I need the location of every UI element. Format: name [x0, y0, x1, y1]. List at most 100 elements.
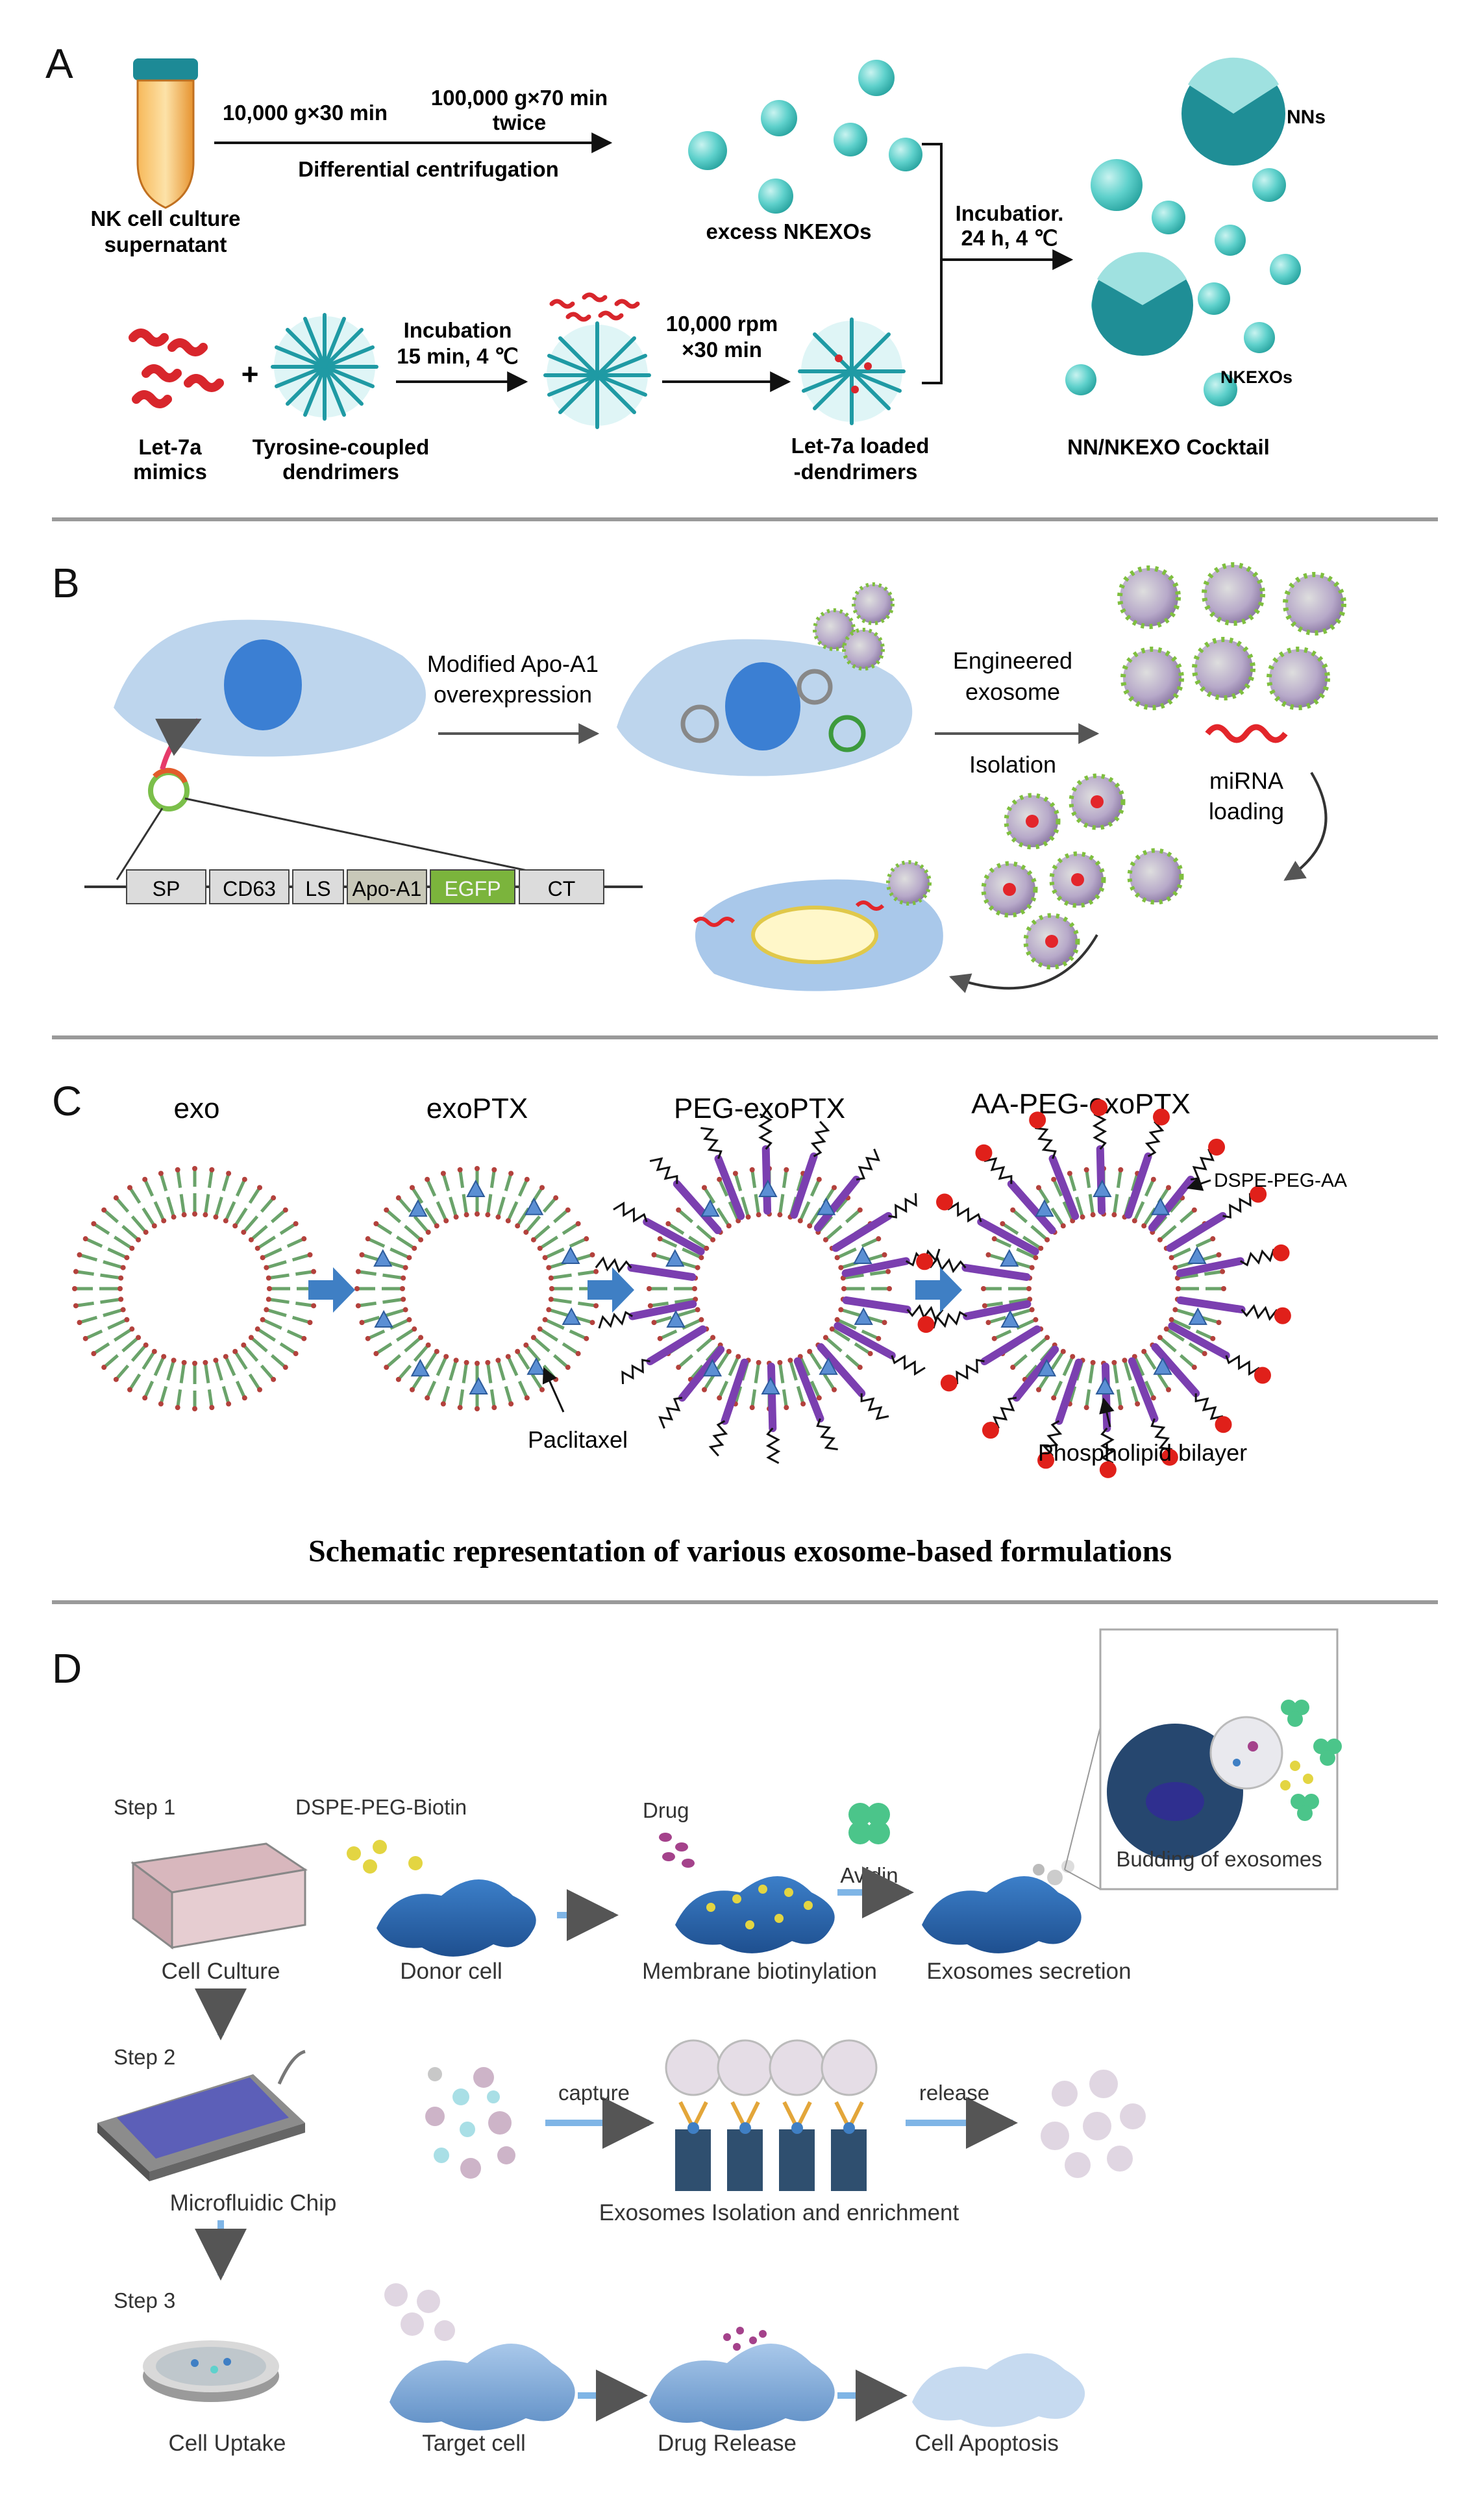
zoom-line-2	[1064, 1869, 1101, 1890]
zoom-line-1	[1064, 1726, 1101, 1870]
dspe-pointer	[1186, 1176, 1211, 1191]
construct-ct: CT	[548, 877, 576, 900]
incubation-1-line-1: Incubation	[404, 318, 512, 342]
drug-label: Drug	[643, 1798, 689, 1822]
loaded-exosomes	[981, 773, 1184, 970]
differential-centrifugation-label: Differential centrifugation	[298, 157, 559, 181]
panel-b: B Modified Apo-A1 overexpression	[52, 560, 1346, 993]
donor-cell-label: Donor cell	[400, 1959, 502, 1984]
panel-c: C exo exoPTX PEG-exoPTX AA-PEG-exoPTX Pa…	[52, 1078, 1347, 1568]
microfluidic-chip	[97, 2050, 306, 2181]
budding-illustration	[1107, 1700, 1342, 1860]
exo-ring	[72, 1166, 317, 1411]
tyrosine-label-1: Tyrosine-coupled	[253, 435, 430, 459]
cell-culture-label: Cell Culture	[162, 1959, 280, 1984]
exosomes-secretion-label: Exosomes secretion	[926, 1959, 1131, 1984]
panel-d-letter: D	[52, 1645, 82, 1692]
phospholipid-bilayer-label: Phospholipid bilayer	[1038, 1439, 1247, 1466]
cocktail-label: NN/NKEXO Cocktail	[1067, 435, 1270, 459]
step-arrow-1	[308, 1267, 355, 1313]
loaded-label-1: Let-7a loaded	[791, 434, 930, 458]
gene-construct: SP CD63 LS Apo-A1 EGFP CT	[84, 869, 643, 904]
centrifuge-step-2a: 100,000 g×70 min	[431, 86, 608, 110]
biotinylated-cell	[675, 1876, 835, 1953]
exoptx-ring	[354, 1166, 600, 1411]
panel-c-letter: C	[52, 1078, 82, 1124]
plasmid	[148, 718, 202, 811]
isolated-exosomes	[1117, 562, 1346, 710]
step-2-label: Step 2	[114, 2045, 175, 2069]
incubation-1-line-2: 15 min, 4 ℃	[397, 344, 518, 368]
construct-sp: SP	[153, 877, 180, 900]
apoptotic-cell	[912, 2353, 1085, 2427]
culture-dish	[143, 2340, 279, 2402]
spin-line-2: ×30 min	[682, 338, 762, 362]
aa-peg-exoptx-ring	[916, 1099, 1291, 1478]
incubation-2-line-2: 24 h, 4 ℃	[961, 226, 1058, 250]
culture-tube	[133, 58, 198, 209]
drug-release-cell	[649, 2344, 835, 2431]
label-exo: exo	[174, 1093, 220, 1124]
nk-culture-label-2: supernatant	[105, 232, 227, 256]
recipient-cell	[693, 860, 943, 991]
construct-egfp: EGFP	[444, 877, 501, 900]
step-arrow-3	[915, 1267, 962, 1313]
label-exoptx: exoPTX	[427, 1093, 528, 1124]
culture-flask	[130, 1842, 308, 1950]
mirna-line-2: loading	[1209, 798, 1284, 824]
drug-release-label: Drug Release	[658, 2431, 797, 2456]
step-arrow-2	[587, 1267, 634, 1313]
delivery-curve-arrow	[948, 934, 1098, 993]
cell-uptake-label: Cell Uptake	[169, 2431, 286, 2456]
target-cell	[390, 2344, 575, 2431]
spin-line-1: 10,000 rpm	[666, 312, 778, 336]
biotin-dots	[347, 1840, 423, 1874]
dspe-peg-aa-label: DSPE-PEG-AA	[1214, 1170, 1347, 1191]
released-drug-dots	[723, 2327, 767, 2351]
mirna-line-1: miRNA	[1209, 767, 1283, 794]
target-cell-label: Target cell	[422, 2431, 526, 2456]
modified-apoa1-line-1: Modified Apo-A1	[427, 650, 599, 677]
plasmid-link-right	[184, 797, 556, 878]
capture-label: capture	[558, 2081, 630, 2105]
construct-cd63: CD63	[223, 877, 276, 900]
loading-curve-arrow	[1283, 771, 1328, 881]
let7a-label-2: mimics	[133, 460, 207, 484]
avidin-label: Avidin	[840, 1863, 898, 1887]
paclitaxel-label: Paclitaxel	[528, 1426, 628, 1453]
let7a-label-1: Let-7a	[138, 435, 202, 459]
label-peg-exoptx: PEG-exoPTX	[674, 1093, 845, 1124]
release-label: release	[919, 2081, 989, 2105]
merge-bracket	[922, 143, 943, 384]
tyrosine-dendrimer	[271, 313, 378, 421]
biotin-on-cell	[706, 1885, 813, 1929]
dspe-peg-biotin-label: DSPE-PEG-Biotin	[295, 1795, 467, 1819]
released-exosomes	[1041, 2070, 1146, 2178]
panel-c-caption: Schematic representation of various exos…	[308, 1534, 1172, 1568]
tyrosine-label-2: dendrimers	[282, 460, 399, 484]
isolation-label: Isolation	[969, 751, 1056, 778]
nns-label: NNs	[1287, 106, 1326, 128]
construct-apoa1: Apo-A1	[352, 877, 422, 900]
host-cell	[114, 619, 426, 757]
nkexos-label: NKEXOs	[1220, 367, 1292, 387]
exosomes-above-target	[384, 2283, 455, 2341]
construct-ls: LS	[305, 877, 330, 900]
isolation-enrichment-label: Exosomes Isolation and enrichment	[599, 2200, 959, 2225]
drug-particles	[659, 1833, 695, 1868]
excess-nkexos-label: excess NKEXOs	[706, 219, 872, 243]
avidin-icon	[848, 1803, 890, 1844]
budding-label: Budding of exosomes	[1116, 1847, 1322, 1871]
step-3-label: Step 3	[114, 2288, 175, 2312]
paclitaxel-pointer	[542, 1367, 565, 1413]
modified-apoa1-line-2: overexpression	[434, 681, 592, 708]
panel-d: D Step 1 Cell Culture DSPE-PEG-Biotin Do…	[52, 1628, 1342, 2456]
let7a-mimics	[129, 328, 224, 408]
mimic-dendrimer-complex	[543, 292, 651, 429]
excess-nkexos-cluster	[688, 60, 922, 214]
bilayer-pointer	[1099, 1397, 1115, 1428]
membrane-biotinylation-label: Membrane biotinylation	[642, 1959, 877, 1984]
centrifuge-step-2b: twice	[493, 110, 547, 134]
loaded-dendrimer	[798, 317, 906, 425]
